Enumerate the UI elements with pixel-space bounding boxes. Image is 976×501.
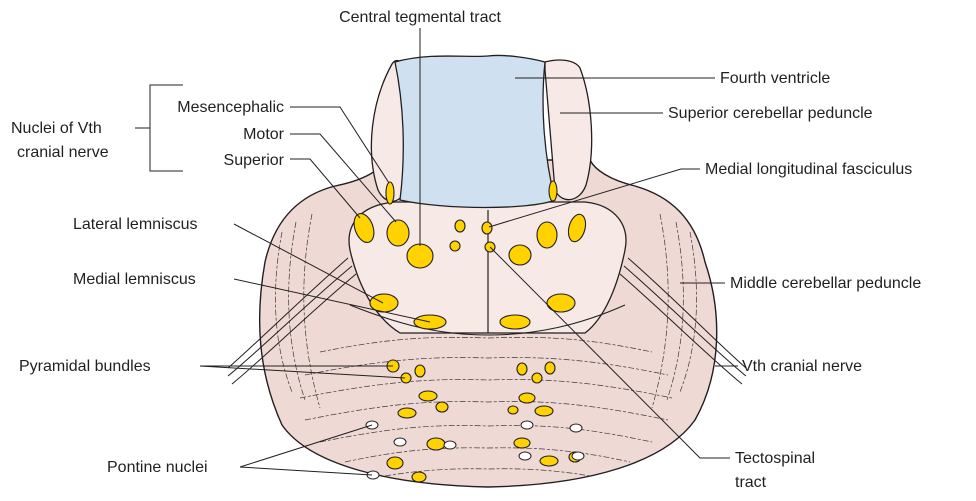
label-superior-cerebellar-peduncle: Superior cerebellar peduncle [668,105,873,122]
label-superior: Superior [224,152,285,169]
label-mesencephalic: Mesencephalic [177,99,284,116]
left-motor-nucleus [387,220,409,246]
right-mlf [482,222,492,234]
label-medial-longitudinal-fasciculus: Medial longitudinal fasciculus [705,161,912,178]
label-central-tegmental-tract: Central tegmental tract [339,9,501,26]
left-mlf [455,220,465,232]
label-medial-lemniscus: Medial lemniscus [73,271,196,288]
right-medial-lemniscus [500,315,530,329]
label-middle-cerebellar-peduncle: Middle cerebellar peduncle [730,275,921,292]
left-mesencephalic-nucleus [386,182,394,204]
right-mesencephalic-nucleus [549,181,557,201]
right-lateral-lemniscus [547,294,575,312]
label-pyramidal-bundles: Pyramidal bundles [19,358,151,375]
label-tectospinal-line2: tract [735,474,767,491]
label-lateral-lemniscus: Lateral lemniscus [73,216,198,233]
left-tectospinal [450,241,460,251]
label-pontine-nuclei: Pontine nuclei [107,459,208,476]
label-tectospinal-line1: Tectospinal [735,450,815,467]
right-central-tegmental-tract [509,245,531,265]
left-central-tegmental-tract [407,244,433,268]
label-vth-cranial-nerve: Vth cranial nerve [742,358,862,375]
label-nuclei-vth-line1: Nuclei of Vth [11,120,102,137]
label-nuclei-vth-line2: cranial nerve [17,144,109,161]
label-fourth-ventricle: Fourth ventricle [720,70,830,87]
label-motor: Motor [243,126,285,143]
right-motor-nucleus [537,222,557,248]
